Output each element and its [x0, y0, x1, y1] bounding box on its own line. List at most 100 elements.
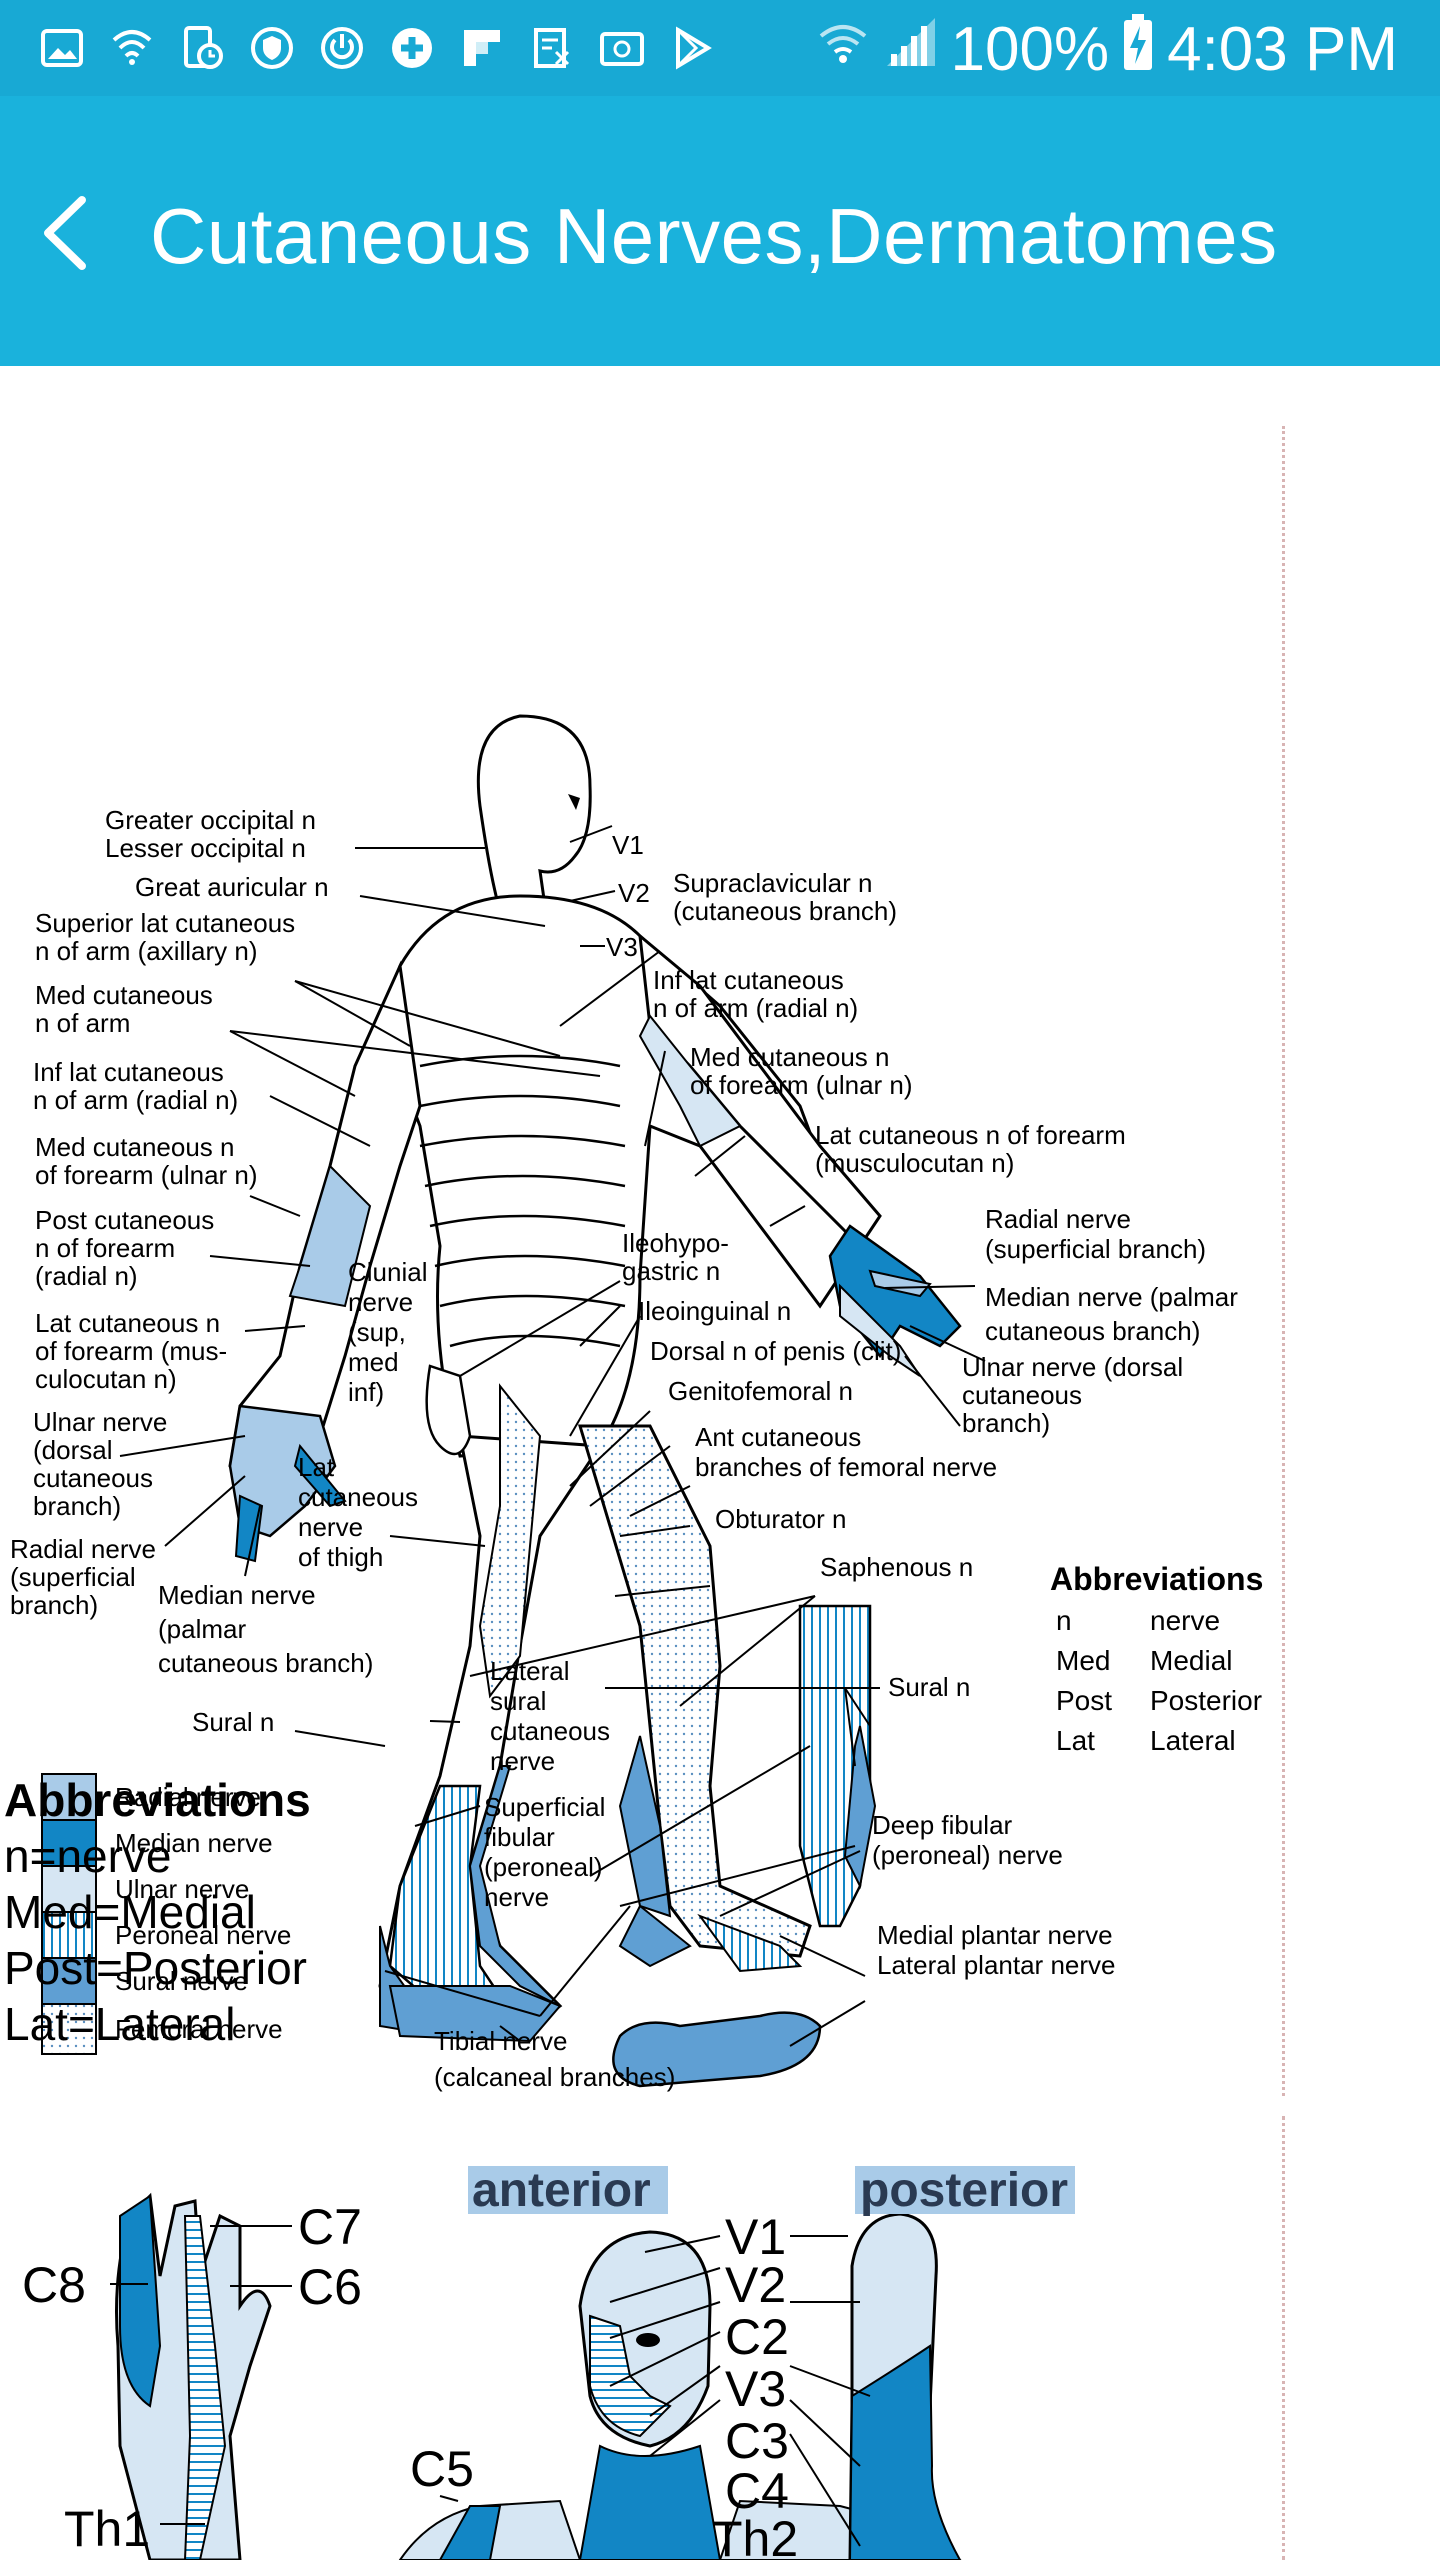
- label-supraclav-2: (cutaneous branch): [673, 896, 897, 926]
- battery-charging-icon: [1121, 12, 1155, 87]
- label-median-palmar-3: cutaneous branch): [158, 1648, 373, 1678]
- shield-icon: [244, 22, 300, 74]
- legend-swatch-median: [41, 1819, 97, 1867]
- label-ileohypo-2: gastric n: [622, 1256, 720, 1286]
- dermatome-labels: anterior posterior C7 C8 C6 C5 Th1 V1 V2…: [22, 2164, 1075, 2560]
- label-lateral-plantar: Lateral plantar nerve: [877, 1950, 1115, 1980]
- content-scroll-area[interactable]: Greater occipital n Lesser occipital n G…: [0, 366, 1440, 2560]
- label-ileoinguinal: Ileoinguinal n: [638, 1296, 791, 1326]
- label-med-cut-forearm-2: of forearm (ulnar n): [35, 1160, 258, 1190]
- label-obturator: Obturator n: [715, 1504, 847, 1534]
- receipt-icon: [524, 22, 580, 74]
- label-clunial-4: med: [348, 1347, 399, 1377]
- wifi-signal-icon: [815, 14, 871, 85]
- dermatome-c3: C3: [725, 2413, 789, 2469]
- dermatome-c6: C6: [298, 2259, 362, 2315]
- label-inf-lat-r-2: n of arm (radial n): [653, 993, 858, 1023]
- plus-icon: [384, 22, 440, 74]
- notification-icons: [34, 22, 720, 74]
- abbr-box-short-3: Lat: [1056, 1725, 1095, 1756]
- label-inf-lat-r-1: Inf lat cutaneous: [653, 965, 844, 995]
- label-sup-fibular-1: Superficial: [484, 1792, 605, 1822]
- dermatome-c4: C4: [725, 2463, 789, 2519]
- back-arrow-icon[interactable]: [30, 188, 100, 278]
- label-median-r-1: Median nerve (palmar: [985, 1282, 1238, 1312]
- abbreviation-line: Med=Medial: [4, 1886, 256, 1938]
- label-post-cut-1: Post cutaneous: [35, 1205, 214, 1235]
- label-clunial-1: Clunial: [348, 1257, 428, 1287]
- label-ileohypo-1: Ileohypo-: [622, 1228, 729, 1258]
- label-lat-thigh-2: cutaneous: [298, 1482, 418, 1512]
- label-lat-cut-r-2: (musculocutan n): [815, 1148, 1014, 1178]
- power-icon: [314, 22, 370, 74]
- label-deep-fibular-2: (peroneal) nerve: [872, 1840, 1063, 1870]
- abbreviation-line: n=nerve: [4, 1830, 172, 1882]
- label-sup-fibular-4: nerve: [484, 1882, 549, 1912]
- label-radial-sup-3: branch): [10, 1590, 98, 1620]
- label-median-r-2: cutaneous branch): [985, 1316, 1200, 1346]
- abbr-box-short-0: n: [1056, 1605, 1072, 1636]
- legend-label-radial: Radial nerve: [115, 1782, 261, 1812]
- figure1-labels: Greater occipital n Lesser occipital n G…: [10, 805, 1238, 2092]
- label-clunial-5: inf): [348, 1377, 384, 1407]
- dermatome-v2: V2: [725, 2257, 786, 2313]
- label-clunial-3: (sup,: [348, 1317, 406, 1347]
- label-lat-cut-forearm-3: culocutan n): [35, 1364, 177, 1394]
- dermatome-c2: C2: [725, 2309, 789, 2365]
- figure1-legend: Radial nerve Median nerve Ulnar nerve Pe…: [41, 1773, 291, 2055]
- label-inf-lat-1: Inf lat cutaneous: [33, 1057, 224, 1087]
- label-ulnar-r-2: cutaneous: [962, 1380, 1082, 1410]
- label-med-cut-forearm-1: Med cutaneous n: [35, 1132, 234, 1162]
- play-store-icon: [664, 22, 720, 74]
- dermatome-th2: Th2: [712, 2511, 798, 2560]
- label-ulnar-r-1: Ulnar nerve (dorsal: [962, 1352, 1183, 1382]
- label-med-cut-r-2: of forearm (ulnar n): [690, 1070, 913, 1100]
- abbr-box-long-2: Posterior: [1150, 1685, 1262, 1716]
- label-med-cut-arm-2: n of arm: [35, 1008, 130, 1038]
- label-sup-fibular-3: (peroneal): [484, 1852, 603, 1882]
- mail-icon: [594, 22, 650, 74]
- phone-clock-icon: [174, 22, 230, 74]
- label-greater-occipital: Greater occipital n: [105, 805, 316, 835]
- label-ulnar-dorsal-4: branch): [33, 1491, 121, 1521]
- anterior-label: anterior: [472, 2164, 651, 2217]
- label-v1: V1: [612, 830, 644, 860]
- legend-label-peroneal: Peroneal nerve: [115, 1920, 291, 1950]
- label-post-cut-3: (radial n): [35, 1261, 138, 1291]
- label-saphenous: Saphenous n: [820, 1552, 973, 1582]
- label-genitofemoral: Genitofemoral n: [668, 1376, 853, 1406]
- label-sup-fibular-2: fibular: [484, 1822, 555, 1852]
- label-radial-sup-1: Radial nerve: [10, 1534, 156, 1564]
- label-lesser-occipital: Lesser occipital n: [105, 833, 306, 863]
- label-v3: V3: [606, 932, 638, 962]
- status-bar: 100% 4:03 PM: [0, 0, 1440, 96]
- dermatome-c8: C8: [22, 2257, 86, 2313]
- status-indicators: 100% 4:03 PM: [815, 12, 1398, 87]
- label-lat-cut-forearm-2: of forearm (mus-: [35, 1336, 227, 1366]
- label-lat-thigh-3: nerve: [298, 1512, 363, 1542]
- label-ulnar-dorsal-2: (dorsal: [33, 1435, 112, 1465]
- label-radial-sup-2: (superficial: [10, 1562, 136, 1592]
- abbr-box-title: Abbreviations: [1050, 1561, 1263, 1597]
- dermatome-v3: V3: [725, 2361, 786, 2417]
- leader-lines: [119, 825, 986, 2047]
- label-med-cut-r-1: Med cutaneous n: [690, 1042, 889, 1072]
- label-lat-thigh-4: of thigh: [298, 1542, 383, 1572]
- label-dorsal-penis: Dorsal n of penis (clit): [650, 1336, 901, 1366]
- legend-swatch-peroneal: [41, 1911, 97, 1959]
- label-lat-cut-r-1: Lat cutaneous n of forearm: [815, 1120, 1126, 1150]
- label-deep-fibular-1: Deep fibular: [872, 1810, 1013, 1840]
- label-median-palmar-1: Median nerve: [158, 1580, 316, 1610]
- label-lat-sural-2: sural: [490, 1686, 546, 1716]
- dermatome-v1: V1: [725, 2209, 786, 2265]
- abbreviations-section: Abbreviations n=nerve Med=Medial Post=Po…: [4, 1772, 311, 2052]
- abbr-box-short-2: Post: [1056, 1685, 1112, 1716]
- legend-swatch-radial: [41, 1773, 97, 1821]
- label-radial-r-1: Radial nerve: [985, 1204, 1131, 1234]
- label-radial-r-2: (superficial branch): [985, 1234, 1206, 1264]
- abbr-box-long-0: nerve: [1150, 1605, 1220, 1636]
- dermatome-drawing: [115, 2192, 962, 2560]
- label-ulnar-dorsal-3: cutaneous: [33, 1463, 153, 1493]
- label-tibial-1: Tibial nerve: [434, 2026, 567, 2056]
- label-inf-lat-2: n of arm (radial n): [33, 1085, 238, 1115]
